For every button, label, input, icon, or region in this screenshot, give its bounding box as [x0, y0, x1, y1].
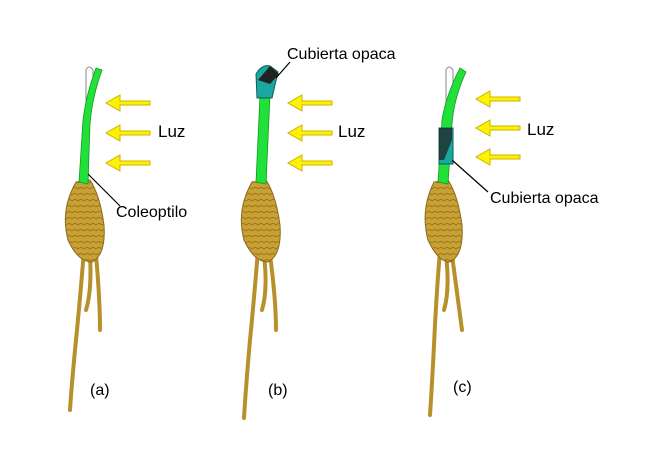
original-tip-outline	[85, 66, 94, 108]
panel-a	[64, 66, 151, 412]
light-label-a: Luz	[158, 122, 186, 141]
coleoptile-b	[255, 94, 271, 185]
coleoptile-label: Coleoptilo	[116, 204, 188, 221]
panel-caption-a: (a)	[90, 382, 110, 399]
panel-caption-b: (b)	[268, 382, 288, 399]
opaque-cover-label-c: Cubierta opaca	[490, 190, 599, 207]
opaque-cover-label-b: Cubierta opaca	[287, 46, 396, 63]
seed-b	[240, 179, 281, 263]
seed-a	[64, 179, 105, 263]
opaque-cover-dark	[258, 66, 279, 84]
light-arrows-b	[286, 94, 333, 172]
opaque-cover-band-dark	[439, 128, 452, 160]
coleoptile-a	[78, 67, 103, 185]
coleoptile-c	[437, 67, 467, 185]
cover-pointer-b	[275, 61, 291, 79]
panel-b	[240, 61, 333, 420]
cover-pointer-c	[451, 159, 489, 193]
original-tip-outline-c	[445, 66, 454, 108]
seed-c	[424, 179, 463, 263]
coleoptile-pointer	[87, 173, 121, 207]
light-label-b: Luz	[338, 122, 366, 141]
light-arrows-c	[474, 90, 521, 166]
light-arrows-a	[104, 94, 151, 172]
panel-c	[424, 66, 521, 417]
light-label-c: Luz	[527, 120, 555, 139]
panel-caption-c: (c)	[453, 379, 472, 396]
